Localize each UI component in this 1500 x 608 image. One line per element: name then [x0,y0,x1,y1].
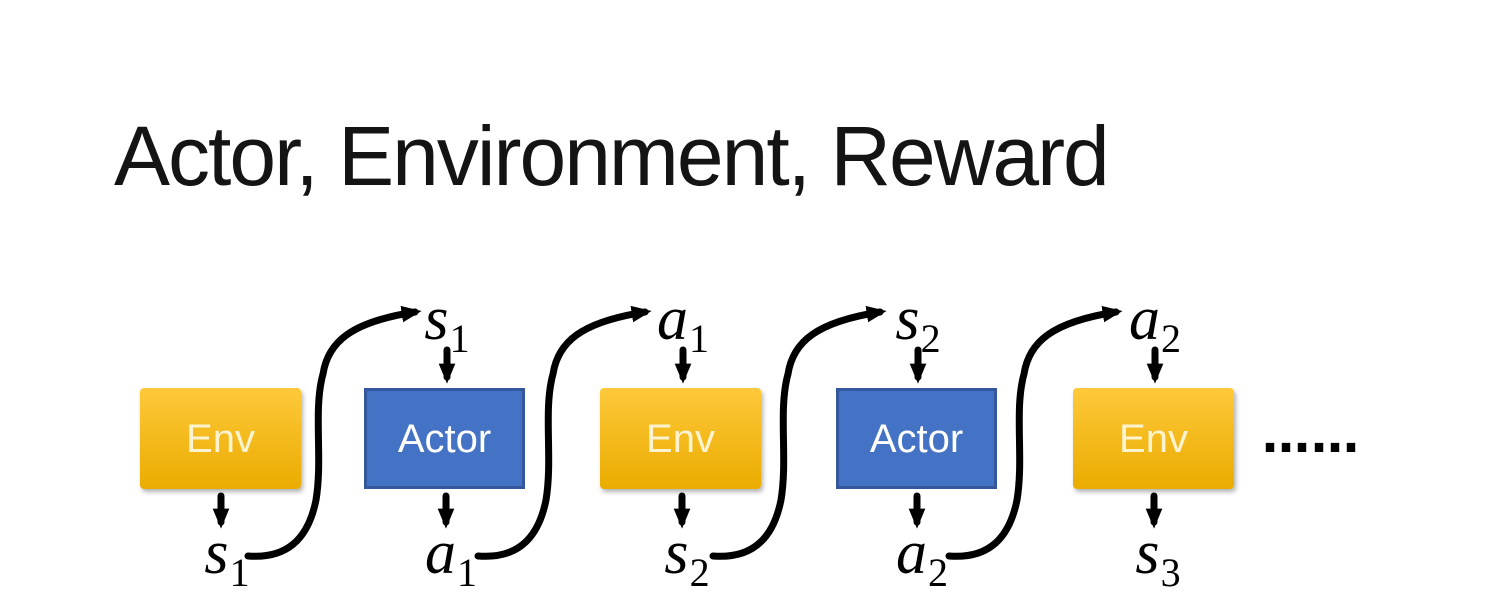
actor-box-2: Actor [836,388,997,489]
bottom-label-s2-base: s [664,519,689,587]
env-box-2-label: Env [646,416,715,461]
bottom-label-s1-base: s [204,519,229,587]
bottom-label-s3-base: s [1135,519,1160,587]
bottom-label-s2: s2 [664,522,709,593]
bottom-label-a2: a2 [896,522,948,593]
bottom-label-a2-base: a [896,519,927,587]
bottom-label-s3-sub: 3 [1160,550,1181,595]
bottom-label-a1-base: a [425,519,456,587]
top-label-a2-sub: 2 [1161,316,1181,361]
bottom-label-a1: a1 [425,522,477,593]
page-title: Actor, Environment, Reward [114,109,1110,203]
top-label-s1-base: s [424,285,449,353]
bottom-label-a1-sub: 1 [457,550,477,595]
env-box-3-label: Env [1119,416,1188,461]
top-label-s1-sub: 1 [449,316,470,361]
bottom-label-s1-sub: 1 [229,550,250,595]
env-box-2: Env [600,388,761,489]
env-box-1: Env [140,388,301,489]
top-label-a1: a1 [657,288,709,359]
top-label-s2-sub: 2 [920,316,941,361]
env-box-3: Env [1073,388,1234,489]
top-label-s2-base: s [895,285,920,353]
env-box-1-label: Env [186,416,255,461]
top-label-a1-base: a [657,285,688,353]
continuation-dots: …… [1262,408,1360,464]
actor-box-1: Actor [364,388,525,489]
top-label-s1: s1 [424,288,469,359]
top-label-a2-base: a [1129,285,1160,353]
top-label-s2: s2 [895,288,940,359]
actor-box-2-label: Actor [869,416,964,461]
bottom-label-s1: s1 [204,522,249,593]
top-label-a2: a2 [1129,288,1181,359]
bottom-label-s3: s3 [1135,522,1180,593]
top-label-a1-sub: 1 [689,316,709,361]
bottom-label-a2-sub: 2 [928,550,948,595]
bottom-label-s2-sub: 2 [689,550,710,595]
actor-box-1-label: Actor [397,416,492,461]
